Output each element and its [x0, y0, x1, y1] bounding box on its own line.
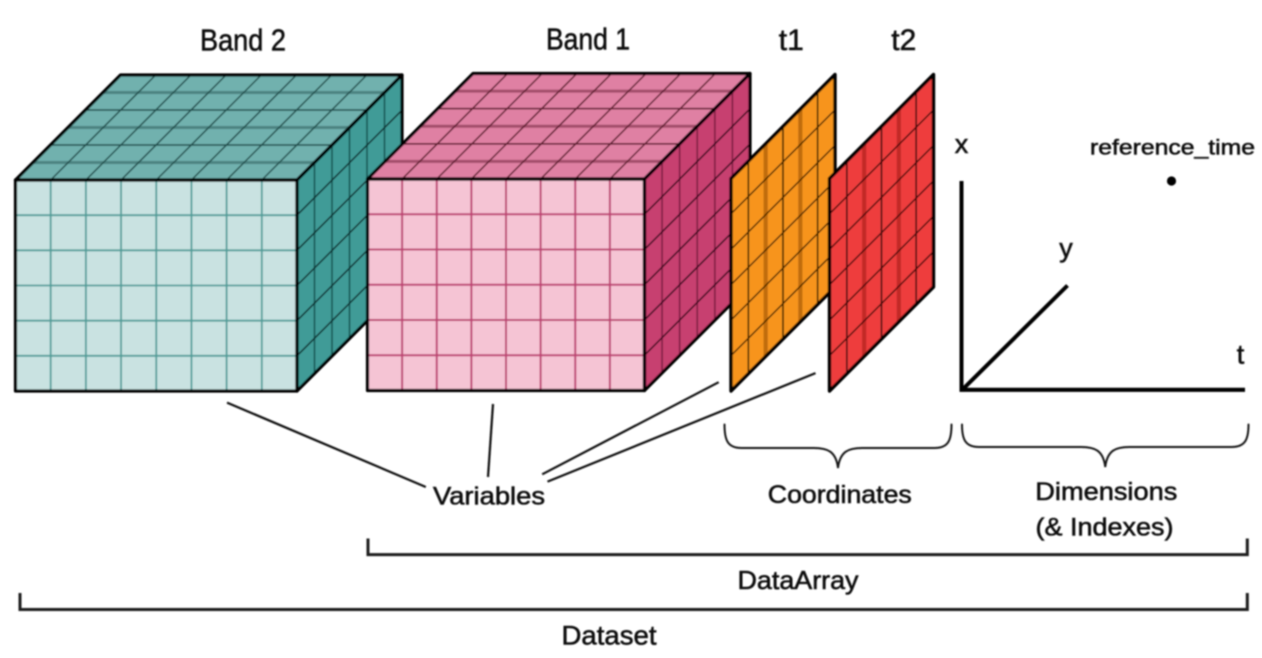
svg-text:Dataset: Dataset	[562, 620, 657, 650]
svg-text:Variables: Variables	[433, 482, 545, 510]
svg-text:t1: t1	[779, 24, 804, 57]
svg-text:Band 2: Band 2	[200, 23, 286, 58]
svg-text:t2: t2	[891, 24, 916, 57]
svg-text:Coordinates: Coordinates	[768, 481, 912, 509]
svg-text:x: x	[955, 129, 969, 159]
svg-text:Dimensions: Dimensions	[1035, 478, 1177, 506]
svg-text:Band 1: Band 1	[546, 22, 630, 57]
svg-text:y: y	[1059, 233, 1073, 263]
svg-text:DataArray: DataArray	[738, 565, 859, 595]
svg-text:reference_time: reference_time	[1090, 136, 1255, 160]
svg-text:(& Indexes): (& Indexes)	[1036, 514, 1174, 542]
svg-text:t: t	[1237, 340, 1245, 370]
